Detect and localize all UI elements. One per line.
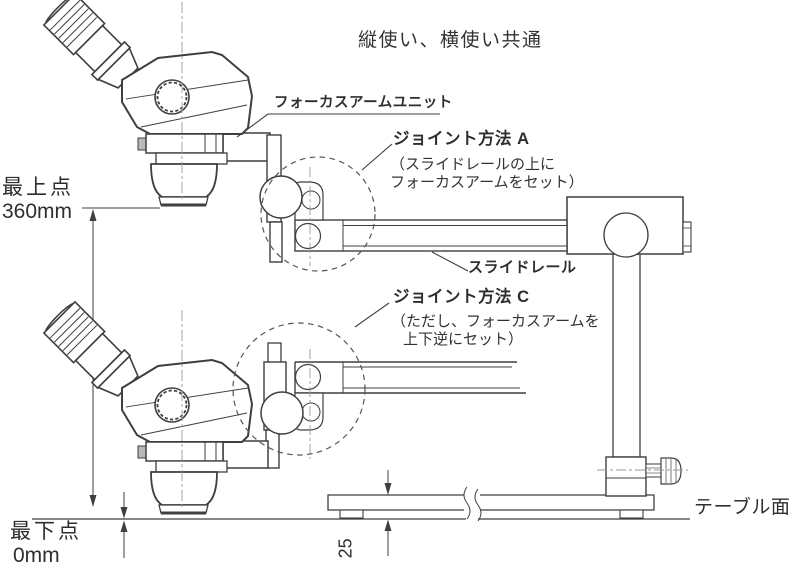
label-joint-c-title: ジョイント方法 C — [393, 288, 530, 306]
joint-a-highlight-circle — [260, 156, 376, 272]
label-joint-c-note2: 上下逆にセット） — [403, 331, 524, 348]
holder-knob — [603, 212, 649, 258]
slide-rail-upper — [294, 219, 568, 252]
joint-centerlines — [309, 167, 688, 471]
value-highest-point: 360mm — [2, 200, 73, 223]
label-lowest-point: 最下点 — [10, 520, 82, 543]
base-foot — [619, 509, 644, 519]
dimension-0mm — [120, 492, 128, 558]
microscope-top — [39, 0, 254, 207]
leader-lines — [236, 113, 469, 328]
stand — [327, 196, 692, 519]
focus-arm-upper — [222, 132, 271, 162]
slide-rail-lower — [294, 361, 526, 394]
ball-knob — [260, 391, 304, 435]
ball-knob — [259, 175, 303, 219]
diagram-title: 縦使い、横使い共通 — [358, 30, 543, 51]
microscope-bottom — [39, 297, 254, 515]
stand-pillar — [612, 253, 641, 458]
label-joint-a-note1: （スライドレールの上に — [390, 156, 556, 173]
label-highest-point: 最上点 — [2, 176, 74, 199]
label-joint-a-note2: フォーカスアームをセット） — [390, 174, 584, 191]
focus-arm-lower — [222, 440, 269, 469]
label-joint-c-note1: （ただし、フォーカスアームを — [391, 313, 600, 330]
base-foot — [339, 509, 364, 519]
joint-a-assembly — [222, 132, 324, 263]
base-plate — [327, 494, 464, 511]
break-symbol — [463, 486, 482, 522]
label-focus-arm-unit: フォーカスアームユニット — [274, 95, 453, 111]
value-lowest-point: 0mm — [13, 544, 60, 567]
dimension-25 — [384, 470, 392, 556]
label-joint-a-title: ジョイント方法 A — [393, 130, 530, 148]
label-slide-rail: スライドレール — [468, 259, 577, 276]
label-table-surface: テーブル面 — [694, 497, 791, 518]
joint-c-highlight-circle — [232, 322, 366, 456]
value-base-plate-thickness: 25 — [335, 538, 356, 559]
pillar-socket — [605, 456, 647, 497]
clamp-screw-shaft — [645, 463, 662, 478]
